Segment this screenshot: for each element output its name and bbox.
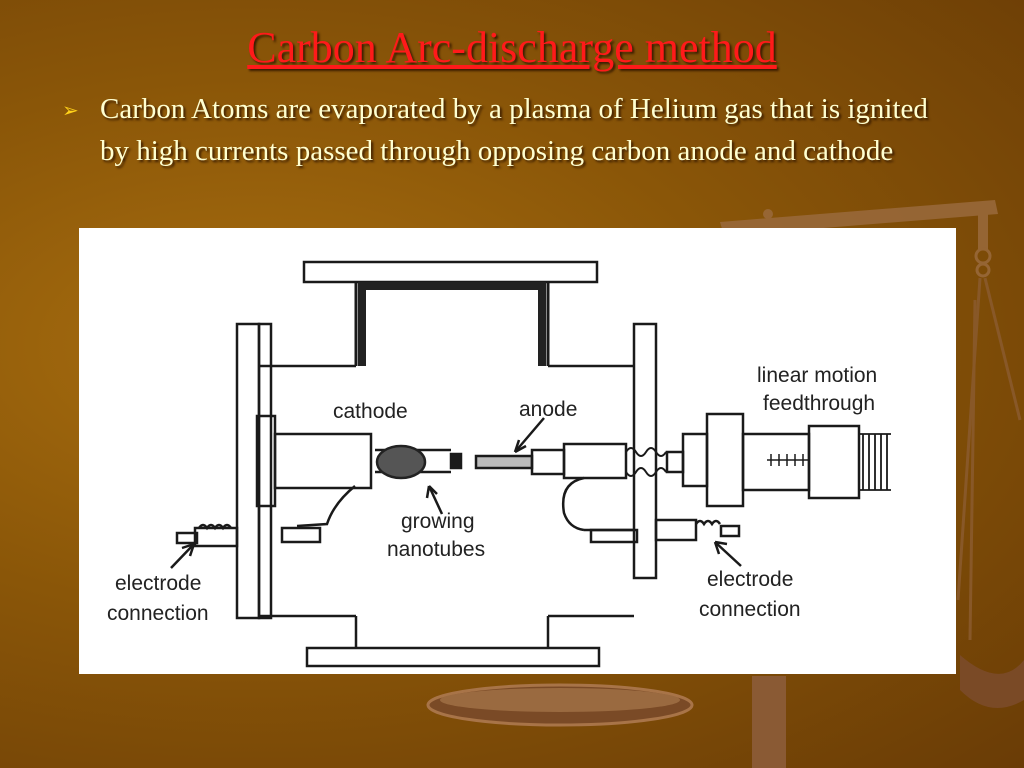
growing-label-line2: nanotubes xyxy=(387,538,485,561)
arc-discharge-diagram: cathode anode linear motion feedthrough … xyxy=(79,228,956,674)
anode-rod xyxy=(474,454,534,470)
bullet-item: ➢ Carbon Atoms are evaporated by a plasm… xyxy=(62,88,962,172)
feedthrough-flange xyxy=(705,412,745,508)
cathode-holder xyxy=(273,432,373,490)
anode-holder xyxy=(562,442,628,480)
feedthrough-label-line2: feedthrough xyxy=(763,392,875,415)
left-flange xyxy=(235,322,261,620)
left-electrode-label-line1: electrode xyxy=(115,572,201,595)
bottom-flange xyxy=(305,646,601,668)
slide-title: Carbon Arc-discharge method xyxy=(247,23,777,72)
anode-label: anode xyxy=(519,398,577,421)
right-electrode-label-line1: electrode xyxy=(707,568,793,591)
bullet-arrow-icon: ➢ xyxy=(62,98,79,122)
cathode-label: cathode xyxy=(333,400,408,423)
right-electrode-pointer xyxy=(714,541,742,567)
left-electrode-label-line2: connection xyxy=(107,602,209,625)
right-electrode-label-line2: connection xyxy=(699,598,801,621)
growing-label-line1: growing xyxy=(401,510,475,533)
top-flange xyxy=(302,260,599,284)
anode-pointer xyxy=(514,417,545,453)
nanotube-pointer xyxy=(427,485,444,515)
left-electrode-pointer xyxy=(170,543,195,569)
nanotube-deposit xyxy=(375,444,427,480)
diagram-svg: cathode anode linear motion feedthrough … xyxy=(107,260,891,668)
feedthrough-label-line1: linear motion xyxy=(757,364,877,387)
bullet-text: Carbon Atoms are evaporated by a plasma … xyxy=(100,93,928,167)
